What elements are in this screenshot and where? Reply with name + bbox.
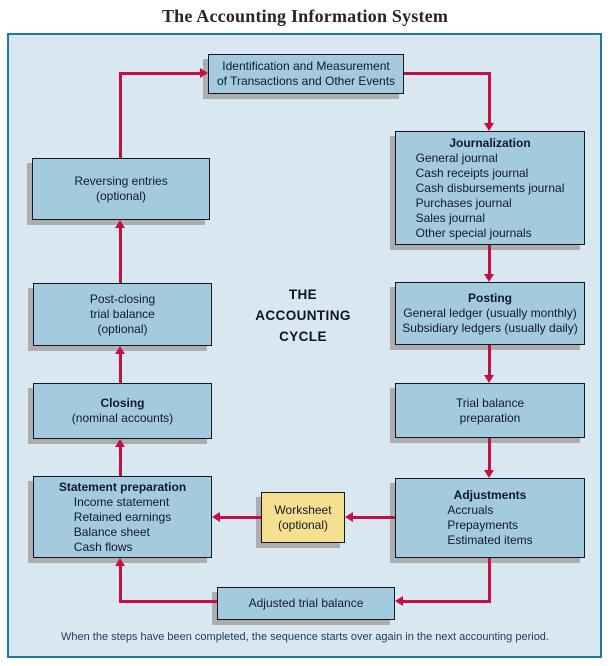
line-segment <box>488 345 491 375</box>
node-title: Posting <box>468 291 512 305</box>
node-item: Accruals <box>447 503 494 517</box>
arrowhead <box>484 123 494 131</box>
arrowhead <box>115 558 125 566</box>
node-item: Cash flows <box>73 539 133 554</box>
line-segment <box>119 228 122 283</box>
line-segment <box>353 516 395 519</box>
node-line: of Transactions and Other Events <box>216 74 396 88</box>
node-item: Estimated items <box>447 533 533 547</box>
label-line: CYCLE <box>279 329 327 344</box>
node-reversing-entries: Reversing entries (optional) <box>32 158 210 220</box>
line-segment <box>488 558 491 603</box>
arrowhead <box>200 68 208 78</box>
node-item: General ledger (usually monthly) <box>403 306 577 320</box>
figure-caption: When the steps have been completed, the … <box>61 631 549 643</box>
node-adjustments: Adjustments Accruals Prepayments Estimat… <box>395 478 585 558</box>
node-title: Journalization <box>449 135 531 150</box>
node-item: Cash disbursements journal <box>415 180 565 195</box>
node-statement-preparation: Statement preparation Income statement R… <box>33 476 212 558</box>
node-adjusted-trial-balance: Adjusted trial balance <box>217 587 395 620</box>
line-segment <box>119 600 217 603</box>
label-line: ACCOUNTING <box>255 308 351 323</box>
line-segment <box>404 72 491 75</box>
node-line: Worksheet <box>274 502 332 517</box>
cycle-center-label: THE ACCOUNTING CYCLE <box>245 284 361 347</box>
node-item: Other special journals <box>415 225 532 240</box>
arrowhead <box>115 346 125 354</box>
node-item: Sales journal <box>415 210 485 225</box>
node-post-closing-trial-balance: Post-closing trial balance (optional) <box>33 283 212 346</box>
node-item: Cash receipts journal <box>415 165 529 180</box>
node-title: Statement preparation <box>58 479 187 494</box>
line-segment <box>488 72 491 123</box>
node-item-list: General journal Cash receipts journal Ca… <box>416 151 565 241</box>
page-title: The Accounting Information System <box>161 6 449 26</box>
node-line: Adjusted trial balance <box>248 596 364 610</box>
node-item: Retained earnings <box>73 509 172 524</box>
node-item: Subsidiary ledgers (usually daily) <box>402 321 578 335</box>
node-closing: Closing (nominal accounts) <box>33 383 212 439</box>
line-segment <box>119 566 122 603</box>
node-line: trial balance <box>90 307 155 321</box>
arrowhead <box>212 512 220 522</box>
node-line: Identification and Measurement <box>222 59 390 73</box>
node-line: Reversing entries <box>74 174 168 188</box>
node-item-list: Income statement Retained earnings Balan… <box>74 495 171 555</box>
node-line: Post-closing <box>89 292 156 306</box>
node-line: preparation <box>459 410 521 425</box>
node-line: (optional) <box>277 517 329 532</box>
line-segment <box>488 438 491 470</box>
arrowhead <box>484 274 494 282</box>
line-segment <box>119 72 200 75</box>
arrowhead <box>395 596 403 606</box>
node-item: Income statement <box>73 494 170 509</box>
node-posting: Posting General ledger (usually monthly)… <box>395 282 585 345</box>
line-segment <box>402 600 491 603</box>
node-journalization: Journalization General journal Cash rece… <box>395 131 585 245</box>
node-title: Closing <box>100 396 145 410</box>
node-item: Balance sheet <box>73 524 150 539</box>
node-item: Purchases journal <box>415 195 512 210</box>
node-trial-balance-preparation: Trial balance preparation <box>395 383 585 438</box>
node-item-list: Accruals Prepayments Estimated items <box>447 503 532 548</box>
node-item: General journal <box>415 150 498 165</box>
node-item: Prepayments <box>447 518 519 532</box>
arrowhead <box>115 220 125 228</box>
arrowhead <box>484 470 494 478</box>
arrowhead <box>484 375 494 383</box>
line-segment <box>119 354 122 383</box>
node-line: (nominal accounts) <box>71 411 174 425</box>
node-line: (optional) <box>97 322 148 336</box>
arrowhead <box>115 439 125 447</box>
node-title: Adjustments <box>453 488 527 502</box>
node-identification: Identification and Measurement of Transa… <box>208 54 404 94</box>
node-line: (optional) <box>95 189 147 203</box>
label-line: THE <box>288 287 318 302</box>
arrowhead <box>345 512 353 522</box>
line-segment <box>119 72 122 158</box>
node-worksheet: Worksheet (optional) <box>261 492 345 543</box>
node-line: Trial balance <box>455 395 525 410</box>
line-segment <box>488 245 491 274</box>
line-segment <box>220 516 261 519</box>
line-segment <box>119 447 122 476</box>
